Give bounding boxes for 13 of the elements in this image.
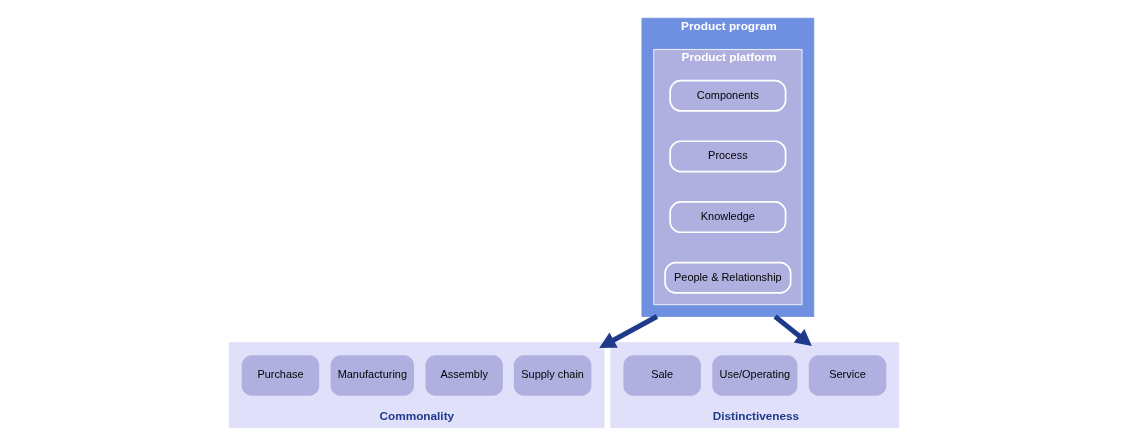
node-box: Knowledge xyxy=(669,201,787,234)
node-box: Purchase xyxy=(240,353,321,398)
node-box: Process xyxy=(669,140,787,173)
node-box: Sale xyxy=(621,353,703,398)
node-box: People & Relationship xyxy=(664,261,792,294)
node-box: Supply chain xyxy=(512,353,594,398)
arrow xyxy=(599,314,659,349)
node-box: Manufacturing xyxy=(328,353,416,398)
node-box: Components xyxy=(669,79,787,112)
arrow xyxy=(773,314,812,347)
node-box: Service xyxy=(807,353,888,398)
node-box: Use/Operating xyxy=(710,353,800,398)
node-box: Assembly xyxy=(423,353,505,398)
